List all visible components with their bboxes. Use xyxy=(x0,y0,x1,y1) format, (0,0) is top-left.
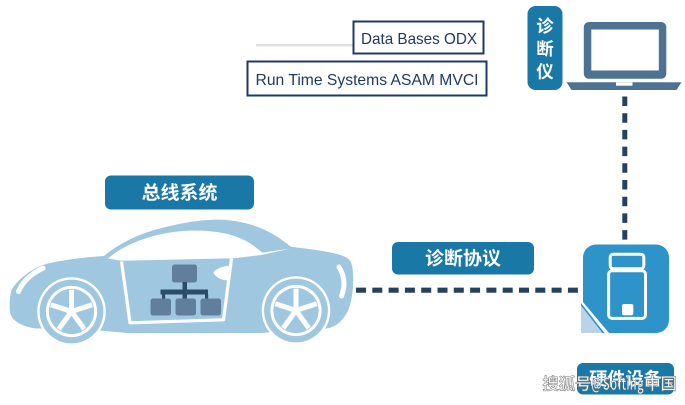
svg-text:Run Time Systems ASAM MVCI: Run Time Systems ASAM MVCI xyxy=(256,72,479,89)
svg-text:Data Bases ODX: Data Bases ODX xyxy=(361,31,477,48)
